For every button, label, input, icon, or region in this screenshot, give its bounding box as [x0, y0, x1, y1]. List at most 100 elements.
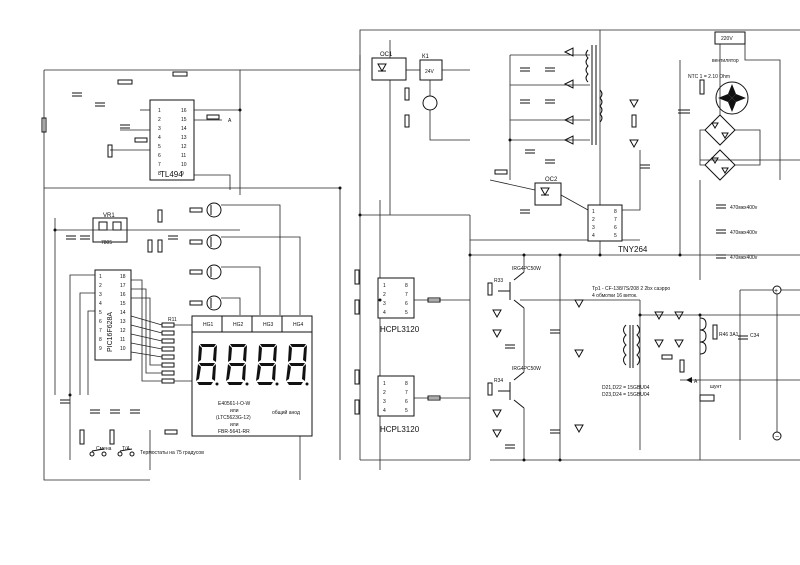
main-wiring	[43, 29, 800, 481]
tl494-pin-12: 12	[181, 144, 187, 150]
hcpl-bottom-label: HCPL3120	[380, 425, 420, 434]
hcpl-top: 1 2 3 4 8 7 6 5 HCPL3120	[354, 269, 470, 334]
tny-pin-4: 4	[592, 233, 595, 239]
hcpl-bottom-pin-6: 6	[405, 399, 408, 405]
ammeter-label: шунт	[710, 384, 722, 390]
hcpl-top-label: HCPL3120	[380, 325, 420, 334]
pic-pin-8: 8	[99, 337, 102, 343]
tl494-pin-10: 10	[181, 162, 187, 168]
vr1-part: 7805	[101, 240, 112, 246]
mains-label: 220V	[721, 36, 733, 42]
tny-pin-7: 7	[614, 217, 617, 223]
hcpl-bottom-pin-1: 1	[383, 381, 386, 387]
tny-pin-3: 3	[592, 225, 595, 231]
relay-voltage: 24V	[425, 69, 435, 75]
hcpl-bottom-pin-5: 5	[405, 408, 408, 414]
hcpl-bottom-pin-4: 4	[383, 408, 386, 414]
pic-pin-7: 7	[99, 328, 102, 334]
hcpl-top-pin-4: 4	[383, 310, 386, 316]
display-anode-note: общий анод	[272, 409, 300, 416]
digit-3	[256, 344, 279, 386]
cap-bank-3: 470мкx400v	[730, 255, 758, 261]
digit-label-2: HG2	[233, 322, 244, 328]
tl494-output-a: A	[228, 118, 232, 124]
out-cap-label: C34	[750, 333, 759, 339]
diode-note-2: D23,D24 = 15GBU04	[602, 392, 650, 398]
display-part-3: (LTC5623G-12)	[216, 415, 251, 421]
seven-seg-display: HG1 HG2 HG3 HG4	[191, 315, 313, 437]
igbt-bottom-part: IRG4PC50W	[512, 366, 541, 372]
shunt-label: R46 3A1	[719, 332, 739, 338]
digit-driver-transistors	[189, 202, 301, 315]
hcpl-bottom-pin-3: 3	[383, 399, 386, 405]
tl494-pin-13: 13	[181, 135, 187, 141]
tl494-pin-3: 3	[158, 126, 161, 132]
hcpl-top-pin-5: 5	[405, 310, 408, 316]
digit-2	[226, 344, 249, 386]
fan-label: вентилятор	[712, 58, 739, 64]
display-part-2: или	[230, 408, 239, 414]
ntc-label: NTC 1 = 2.10 Ohm	[688, 74, 730, 80]
tl494-chip: 1 2 3 4 5 6 7 8 16 15 14 13 12 11 10 9 T…	[41, 71, 240, 190]
pic-pin-2: 2	[99, 283, 102, 289]
igbt-top-resistor: R33	[494, 278, 503, 284]
tl494-pin-8: 8	[158, 171, 161, 177]
digit-label-3: HG3	[263, 322, 274, 328]
tny-pin-8: 8	[614, 209, 617, 215]
pic-pin-18: 18	[120, 274, 126, 280]
mains-input: 220V вентилятор NTC 1 = 2.10 Ohm 470мкx4…	[678, 31, 781, 280]
igbt-area: IRG4PC50W R33 IRG4PC50W R34	[487, 255, 584, 460]
display-part-5: FBR-5641-RR	[218, 429, 250, 435]
pic-pin-1: 1	[99, 274, 102, 280]
display-part-1: E40561-I-O-W	[218, 401, 251, 407]
tl494-pin-15: 15	[181, 117, 187, 123]
hcpl-top-pin-8: 8	[405, 283, 408, 289]
digit-label-4: HG4	[293, 322, 304, 328]
buttons-area: Смена Т/А Термостаты на 75 градусов	[60, 395, 204, 470]
thermostat-label: Термостаты на 75 градусов	[140, 450, 204, 456]
hcpl-bottom-pin-7: 7	[405, 390, 408, 396]
opto-1-label: OC1	[380, 52, 393, 58]
top-supply-area: OC1 К1 24V	[371, 45, 650, 180]
tl494-pin-16: 16	[181, 108, 187, 114]
tl494-pin-6: 6	[158, 153, 161, 159]
pic-pin-14: 14	[120, 310, 126, 316]
tl494-label: TL494	[160, 170, 183, 179]
pic-pin-4: 4	[99, 301, 102, 307]
pic-chip: 1 2 3 4 5 6 7 8 9 18 17 16 15 14 13 12 1…	[69, 269, 200, 395]
transformer-note-2: 4 обмотки 16 виток.	[592, 293, 637, 299]
tl494-pin-11: 11	[181, 153, 186, 159]
tl494-pin-14: 14	[181, 126, 187, 132]
display-part-4: или	[230, 422, 239, 428]
tny-pin-1: 1	[592, 209, 595, 215]
hcpl-bottom-pin-8: 8	[405, 381, 408, 387]
diode-note-1: D21,D22 = 15GBU04	[602, 385, 650, 391]
opto-2-label: OC2	[545, 177, 558, 183]
tl494-pin-4: 4	[158, 135, 161, 141]
hcpl-top-pin-6: 6	[405, 301, 408, 307]
tl494-pin-1: 1	[158, 108, 161, 114]
tny-area: OC2 1 2 3 4 8 7 6 5 TNY264	[489, 150, 648, 254]
tny-pin-6: 6	[614, 225, 617, 231]
out-plus: +	[774, 288, 778, 295]
tl494-pin-2: 2	[158, 117, 161, 123]
pic-pin-5: 5	[99, 310, 102, 316]
hcpl-bottom-pin-2: 2	[383, 390, 386, 396]
ammeter-a: A	[694, 379, 698, 385]
pic-pin-15: 15	[120, 301, 126, 307]
tny-pin-2: 2	[592, 217, 595, 223]
tny-pin-5: 5	[614, 233, 617, 239]
hcpl-top-pin-2: 2	[383, 292, 386, 298]
hcpl-top-pin-7: 7	[405, 292, 408, 298]
vr1-regulator: VR1 7805	[55, 209, 240, 253]
pic-pin-16: 16	[120, 292, 126, 298]
r11-label: R11	[168, 317, 177, 323]
cap-bank-1: 470мкx400v	[730, 205, 758, 211]
output-stage: D21,D22 = 15GBU04 D23,D24 = 15GBU04 Tp1 …	[592, 285, 782, 441]
pic-pin-13: 13	[120, 319, 126, 325]
tl494-pin-9: 9	[181, 171, 184, 177]
junction-dots	[53, 108, 702, 462]
out-minus: −	[775, 434, 779, 441]
relay-label: К1	[422, 54, 429, 60]
